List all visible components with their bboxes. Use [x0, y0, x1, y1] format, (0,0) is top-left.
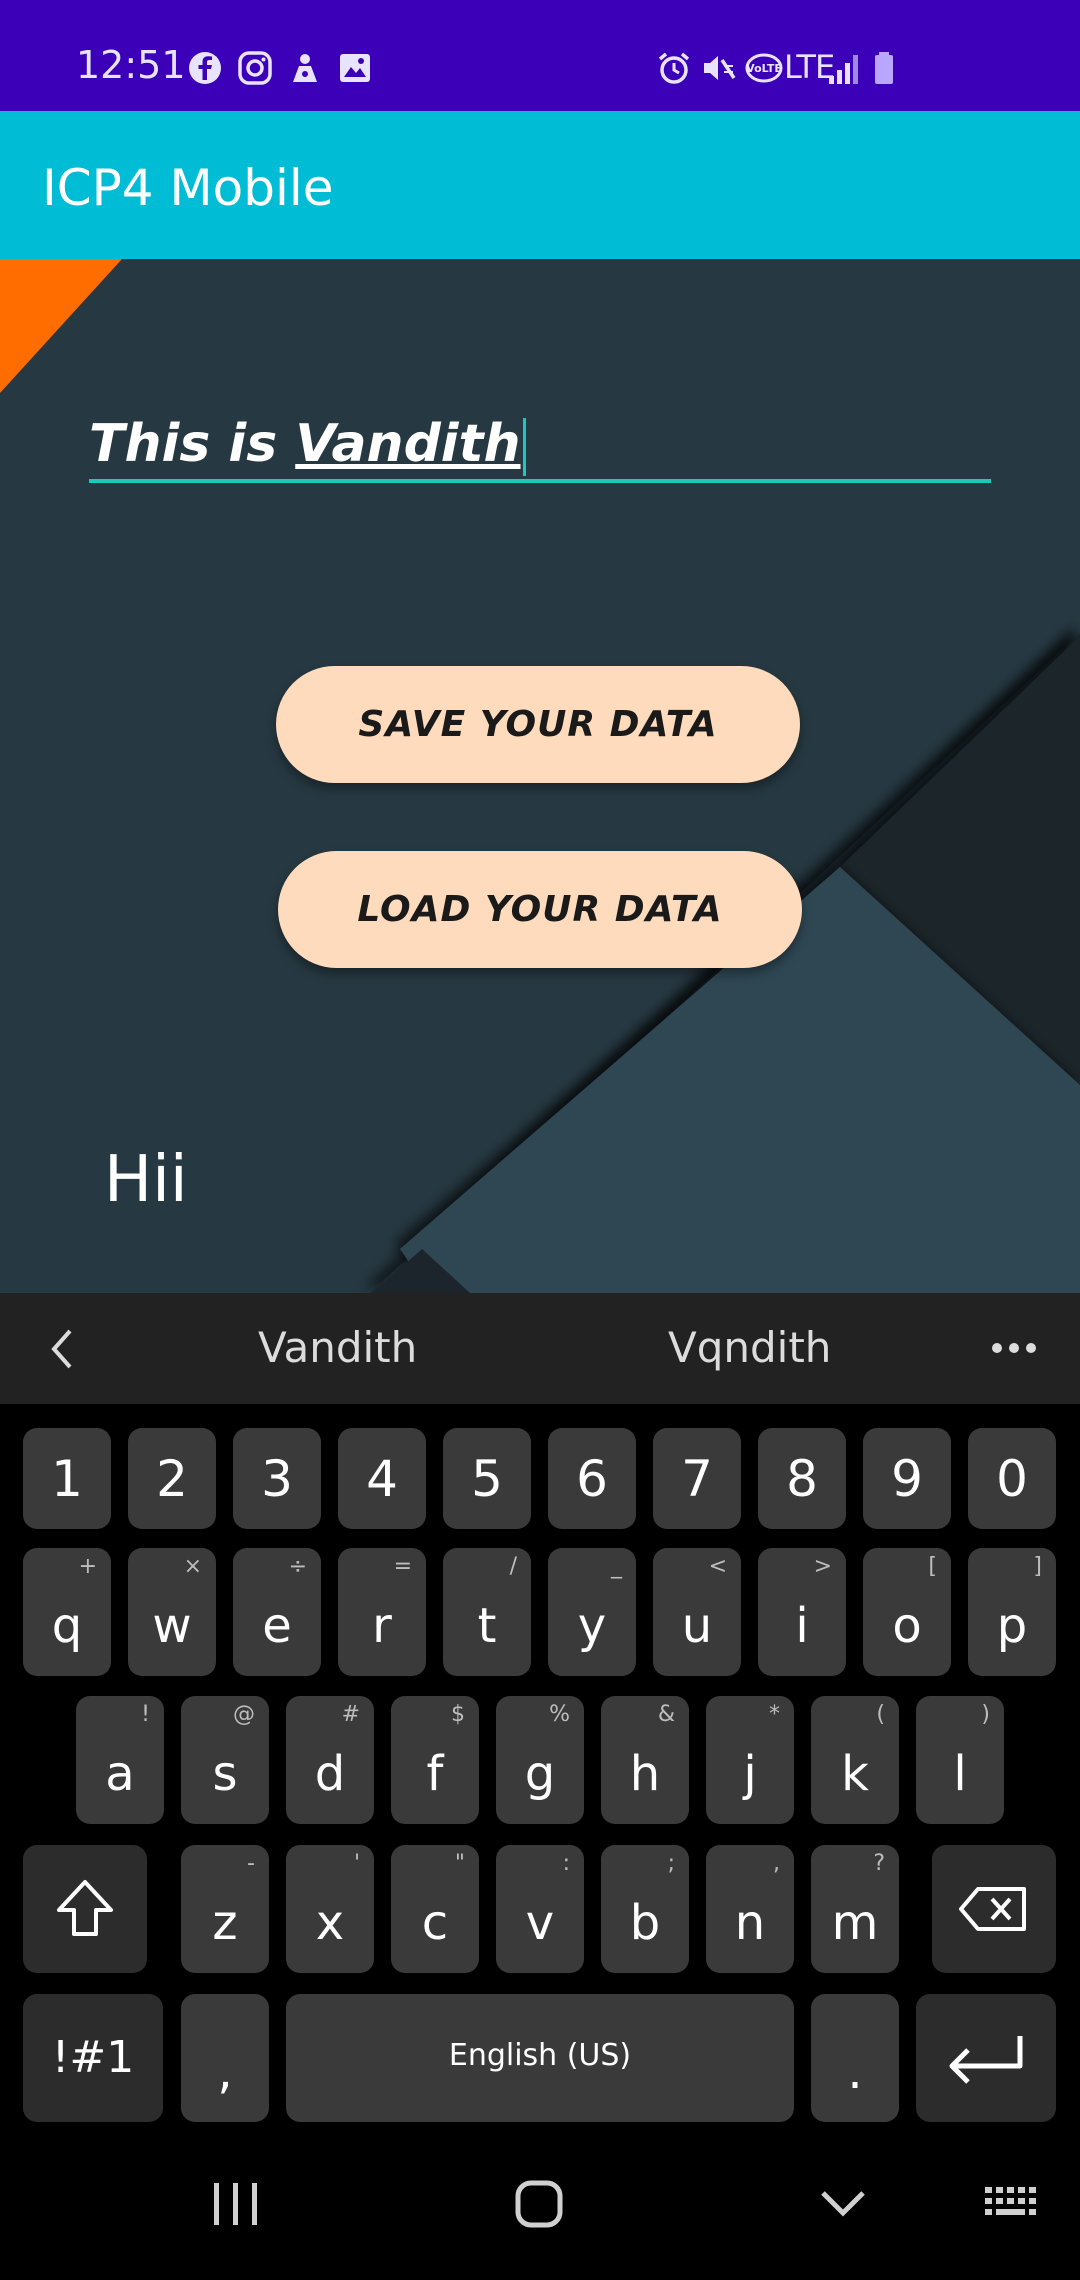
volte-icon: VoLTE: [745, 53, 783, 83]
period-key[interactable]: .: [811, 1994, 899, 2122]
suggestion-item[interactable]: Vqndith: [668, 1323, 832, 1372]
shift-icon: [57, 1880, 113, 1936]
input-text-composing: Vandith: [295, 414, 521, 474]
key-n[interactable]: ,n: [706, 1845, 794, 1973]
key-l[interactable]: )l: [916, 1696, 1004, 1824]
key-m[interactable]: ?m: [811, 1845, 899, 1973]
key-8[interactable]: 8: [758, 1428, 846, 1529]
app-bar: ICP4 Mobile: [0, 111, 1080, 259]
key-s[interactable]: @s: [181, 1696, 269, 1824]
key-t[interactable]: /t: [443, 1548, 531, 1676]
alarm-icon: [658, 52, 690, 84]
facebook-icon: [189, 52, 221, 84]
backspace-key[interactable]: [932, 1845, 1056, 1973]
key-d[interactable]: #d: [286, 1696, 374, 1824]
key-c[interactable]: "c: [391, 1845, 479, 1973]
key-w[interactable]: ×w: [128, 1548, 216, 1676]
keyboard-icon[interactable]: [983, 2177, 1039, 2231]
key-o[interactable]: [o: [863, 1548, 951, 1676]
load-data-button[interactable]: LOAD YOUR DATA: [278, 851, 802, 968]
main-content: This is Vandith SAVE YOUR DATA LOAD YOUR…: [0, 259, 1080, 1293]
suggestion-bar: Vandith Vqndith: [0, 1293, 1080, 1404]
text-cursor: [522, 418, 526, 476]
key-p[interactable]: ]p: [968, 1548, 1056, 1676]
battery-icon: [875, 52, 893, 84]
key-k[interactable]: (k: [811, 1696, 899, 1824]
app-title: ICP4 Mobile: [42, 159, 334, 217]
output-text: Hii: [104, 1143, 188, 1217]
status-bar: 12:51 VoLTE LTE: [0, 0, 1080, 111]
key-3[interactable]: 3: [233, 1428, 321, 1529]
navigation-bar: [0, 2137, 1080, 2280]
text-input[interactable]: This is Vandith: [89, 409, 991, 483]
backspace-icon: [959, 1887, 1026, 1931]
key-z[interactable]: -z: [181, 1845, 269, 1973]
recent-apps-icon[interactable]: [210, 2177, 262, 2231]
keyboard: 1 2 3 4 5 6 7 8 9 0 +q ×w ÷e =r /t _y <u…: [0, 1404, 1080, 2137]
orange-corner-shape: [0, 259, 122, 393]
input-text-prefix: This is: [89, 414, 296, 474]
svg-text:VoLTE: VoLTE: [746, 62, 782, 75]
key-5[interactable]: 5: [443, 1428, 531, 1529]
key-b[interactable]: ;b: [601, 1845, 689, 1973]
key-a[interactable]: !a: [76, 1696, 164, 1824]
enter-icon: [949, 2036, 1023, 2084]
instagram-icon: [238, 51, 272, 85]
key-e[interactable]: ÷e: [233, 1548, 321, 1676]
key-j[interactable]: *j: [706, 1696, 794, 1824]
key-6[interactable]: 6: [548, 1428, 636, 1529]
key-0[interactable]: 0: [968, 1428, 1056, 1529]
key-i[interactable]: >i: [758, 1548, 846, 1676]
space-key[interactable]: English (US): [286, 1994, 794, 2122]
key-v[interactable]: :v: [496, 1845, 584, 1973]
key-1[interactable]: 1: [23, 1428, 111, 1529]
chevron-down-icon[interactable]: [817, 2177, 869, 2231]
key-7[interactable]: 7: [653, 1428, 741, 1529]
more-options-icon[interactable]: [990, 1341, 1038, 1355]
lte-icon: LTE: [784, 48, 835, 86]
key-h[interactable]: &h: [601, 1696, 689, 1824]
comma-key[interactable]: ,: [181, 1994, 269, 2122]
symbols-key[interactable]: !#1: [23, 1994, 163, 2122]
key-y[interactable]: _y: [548, 1548, 636, 1676]
key-9[interactable]: 9: [863, 1428, 951, 1529]
home-icon[interactable]: [513, 2177, 565, 2231]
enter-key[interactable]: [916, 1994, 1056, 2122]
key-x[interactable]: 'x: [286, 1845, 374, 1973]
key-4[interactable]: 4: [338, 1428, 426, 1529]
suggestion-item[interactable]: Vandith: [258, 1323, 418, 1372]
gallery-icon: [340, 54, 370, 82]
key-q[interactable]: +q: [23, 1548, 111, 1676]
status-time: 12:51: [76, 43, 186, 87]
key-r[interactable]: =r: [338, 1548, 426, 1676]
key-u[interactable]: <u: [653, 1548, 741, 1676]
app-icon: [293, 54, 317, 82]
chevron-left-icon[interactable]: [48, 1327, 74, 1371]
signal-icon: [829, 55, 858, 84]
shift-key[interactable]: [23, 1845, 147, 1973]
key-f[interactable]: $f: [391, 1696, 479, 1824]
save-data-button[interactable]: SAVE YOUR DATA: [276, 666, 800, 783]
mute-icon: [704, 56, 736, 80]
key-2[interactable]: 2: [128, 1428, 216, 1529]
key-g[interactable]: %g: [496, 1696, 584, 1824]
